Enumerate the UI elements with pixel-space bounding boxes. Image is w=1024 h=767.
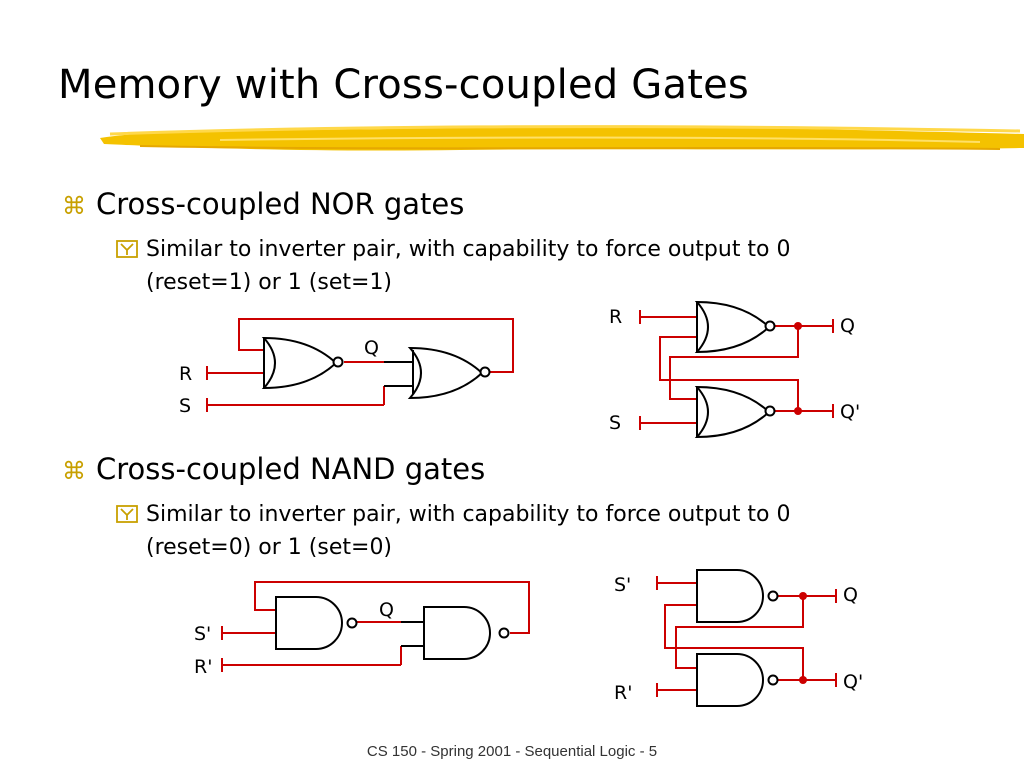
nand-chain-label-q: Q: [379, 599, 394, 621]
sub-bullet-nand: Similar to inverter pair, with capabilit…: [116, 498, 946, 564]
nand-latch-label-qbar: Q': [843, 671, 863, 693]
bullet-nor: ⌘ Cross-coupled NOR gates: [62, 187, 464, 221]
nand-latch-diagram: S' R' Q Q': [614, 569, 863, 707]
nand-chain-label-r: R': [194, 656, 212, 678]
checkbox-y-icon: [116, 505, 138, 523]
nor-latch-label-r: R: [609, 306, 622, 328]
sub-nand-line1: Similar to inverter pair, with capabilit…: [146, 502, 791, 527]
nor-chain-label-r: R: [179, 363, 192, 385]
nor-chain-diagram: R S Q: [179, 318, 514, 417]
nand-latch-label-s: S': [614, 574, 631, 596]
nand-latch-label-q: Q: [843, 584, 858, 606]
highlighter-stroke: [100, 125, 1024, 151]
nor-latch-label-q: Q: [840, 315, 855, 337]
sub-bullet-nor: Similar to inverter pair, with capabilit…: [116, 233, 946, 299]
bullet-nor-text: Cross-coupled NOR gates: [96, 187, 465, 221]
nand-latch-label-r: R': [614, 682, 632, 704]
nor-latch-label-s: S: [609, 412, 621, 434]
nor-chain-label-s: S: [179, 395, 191, 417]
sub-nor-line1: Similar to inverter pair, with capabilit…: [146, 237, 791, 262]
nand-chain-diagram: S' R' Q: [194, 581, 530, 678]
nor-latch-label-qbar: Q': [840, 401, 860, 423]
nor-chain-label-q: Q: [364, 337, 379, 359]
sub-nand-line2: (reset=0) or 1 (set=0): [146, 535, 393, 560]
sub-nor-line2: (reset=1) or 1 (set=1): [146, 270, 393, 295]
slide-footer: CS 150 - Spring 2001 - Sequential Logic …: [366, 743, 658, 760]
checkbox-y-icon: [116, 240, 138, 258]
slide-title: Memory with Cross-coupled Gates: [58, 62, 749, 108]
nor-latch-diagram: R S Q Q': [609, 301, 860, 438]
nand-chain-label-s: S': [194, 623, 211, 645]
bullet-nand-text: Cross-coupled NAND gates: [96, 452, 486, 486]
bullet-nand: ⌘ Cross-coupled NAND gates: [62, 452, 485, 486]
command-key-icon: ⌘: [62, 192, 86, 220]
command-key-icon: ⌘: [62, 457, 86, 485]
